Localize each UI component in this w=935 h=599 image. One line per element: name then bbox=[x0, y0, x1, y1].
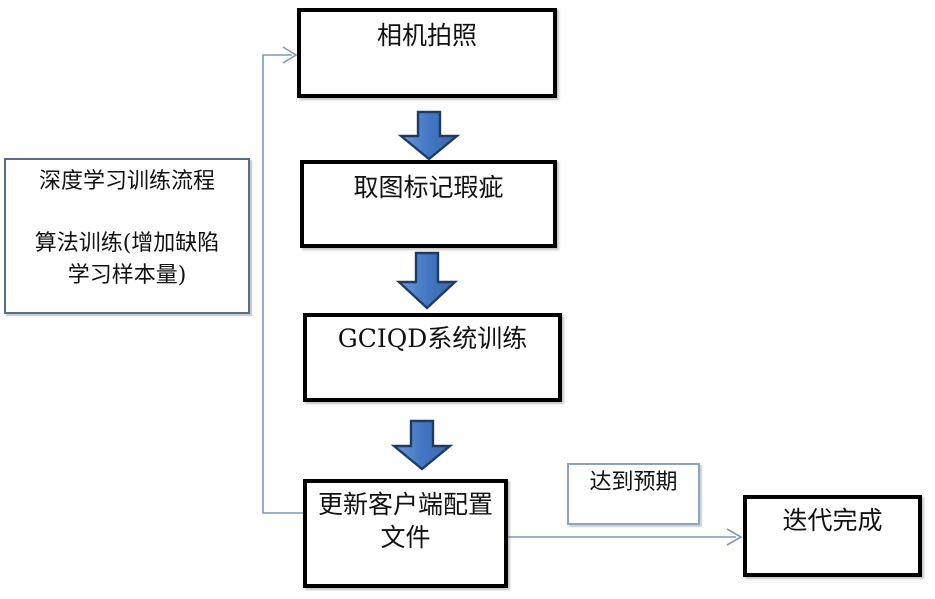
node-mark-defects: 取图标记瑕疵 bbox=[300, 160, 557, 248]
loopback-arrowhead-icon bbox=[282, 46, 298, 64]
node-system-training: GCIQD系统训练 bbox=[303, 313, 562, 402]
down-block-arrow-1-icon bbox=[397, 110, 461, 161]
success-arrowhead-icon bbox=[726, 528, 743, 546]
node-done: 迭代完成 bbox=[743, 495, 922, 577]
edge-label-expectation: 达到预期 bbox=[567, 463, 700, 525]
loopback-connector bbox=[262, 54, 303, 514]
down-block-arrow-3-icon bbox=[390, 419, 454, 471]
node-camera: 相机拍照 bbox=[297, 8, 557, 98]
down-block-arrow-2-icon bbox=[395, 251, 459, 310]
side-note-box: 深度学习训练流程 算法训练(增加缺陷 学习样本量) bbox=[4, 158, 250, 314]
node-update-config: 更新客户端配置 文件 bbox=[303, 479, 508, 588]
